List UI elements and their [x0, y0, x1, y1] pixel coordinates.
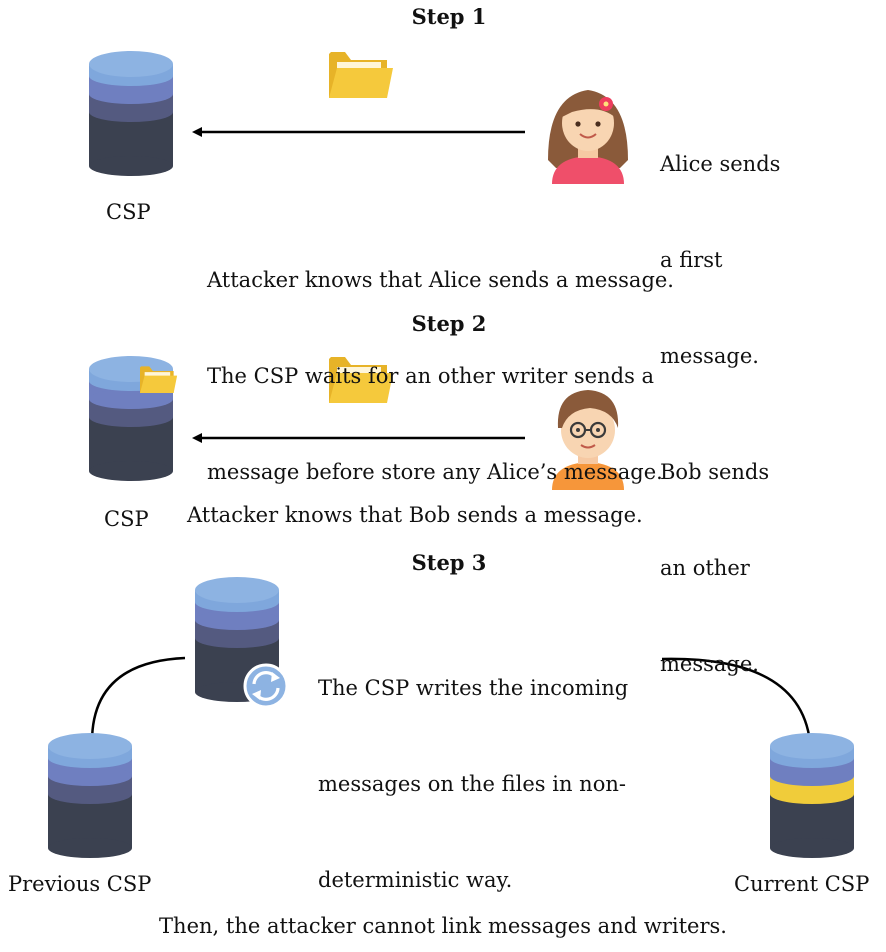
bob-avatar-icon [552, 390, 624, 490]
step3-title: Step 3 [411, 550, 487, 575]
step1-actor-text: Alice sends a first message. [660, 84, 780, 404]
step1-title: Step 1 [411, 4, 487, 29]
step1-note: Attacker knows that Alice sends a messag… [207, 200, 674, 520]
step3-note: The CSP writes the incoming messages on … [318, 608, 628, 928]
step3-note-line: The CSP writes the incoming [318, 676, 629, 700]
step2-actor-line: an other [660, 556, 750, 580]
arrow-to-previous [87, 656, 186, 746]
step2-note: Attacker knows that Bob sends a message. [187, 503, 643, 527]
step2-actor-line: message. [660, 652, 759, 676]
step1-note-line: message before store any Alice’s message… [207, 460, 663, 484]
step3-note-line: deterministic way. [318, 868, 513, 892]
step2-title: Step 2 [411, 311, 487, 336]
step1-note-line: Attacker knows that Alice sends a messag… [207, 268, 674, 292]
step2-server-label: CSP [104, 507, 149, 531]
arrow-to-current [661, 657, 815, 746]
previous-csp-database-icon [48, 733, 132, 858]
step2-actor-text: Bob sends an other message. [660, 392, 769, 712]
current-csp-label: Current CSP [734, 872, 870, 896]
previous-csp-label: Previous CSP [8, 872, 152, 896]
alice-avatar-icon [548, 90, 628, 184]
step1-note-line: The CSP waits for an other writer sends … [207, 364, 655, 388]
step1-actor-line: a first [660, 248, 723, 272]
conclusion-text: Then, the attacker cannot link messages … [159, 914, 727, 938]
step1-database-icon [89, 51, 173, 176]
step1-server-label: CSP [106, 200, 151, 224]
current-csp-database-icon [770, 733, 854, 858]
step2-actor-line: Bob sends [660, 460, 770, 484]
step1-actor-line: message. [660, 344, 759, 368]
step3-note-line: messages on the files in non- [318, 772, 626, 796]
sync-icon [243, 663, 289, 709]
step1-folder-icon [329, 52, 393, 98]
step1-actor-line: Alice sends [660, 152, 781, 176]
